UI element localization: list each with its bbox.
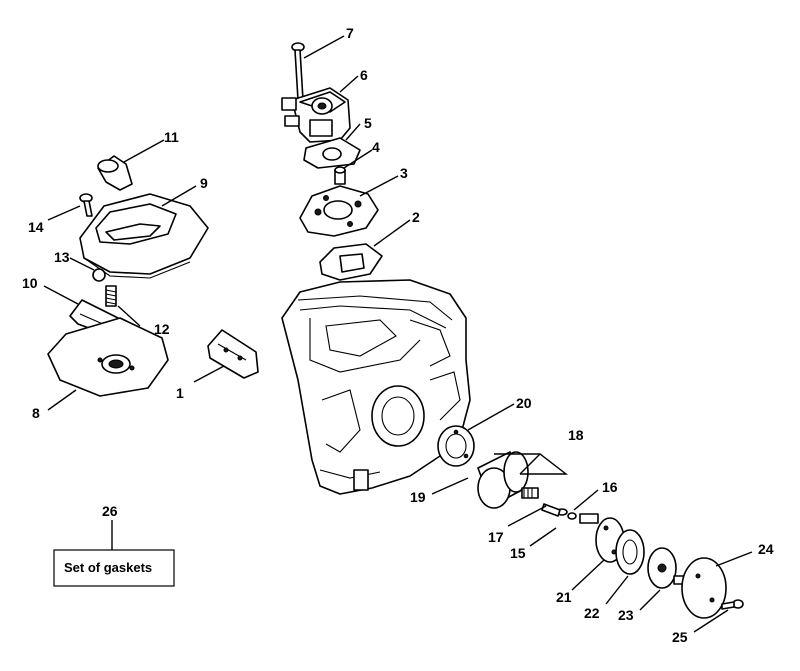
part-22-gasket <box>615 529 645 575</box>
crankcase <box>281 279 471 495</box>
part-19-pump-body <box>477 451 529 509</box>
callout-24: 24 <box>758 541 774 557</box>
part-2-gasket <box>319 243 383 281</box>
part-17-pin <box>521 487 539 499</box>
callout-18: 18 <box>568 427 584 443</box>
callout-10: 10 <box>22 275 38 291</box>
part-25-screw <box>721 599 744 610</box>
callout-19: 19 <box>410 489 426 505</box>
callout-7: 7 <box>346 25 354 41</box>
gasket-set-label: Set of gaskets <box>64 560 152 575</box>
part-12-spring <box>105 285 117 307</box>
callout-21: 21 <box>556 589 572 605</box>
callout-16: 16 <box>602 479 618 495</box>
part-13-ball <box>92 268 106 282</box>
callout-14: 14 <box>28 219 44 235</box>
callout-numbers: 7 6 5 4 3 2 1 11 9 14 13 10 12 8 20 18 1… <box>22 25 774 645</box>
callout-23: 23 <box>618 607 634 623</box>
callout-11: 11 <box>164 129 179 145</box>
gasket-set-box: Set of gaskets <box>53 549 175 587</box>
callout-26: 26 <box>102 503 118 519</box>
callout-2: 2 <box>412 209 420 225</box>
callout-15: 15 <box>510 545 526 561</box>
callout-20: 20 <box>516 395 532 411</box>
callout-25: 25 <box>672 629 688 645</box>
part-23-diaphragm <box>647 547 677 589</box>
part-5-gasket <box>303 137 361 169</box>
part-7-rod <box>291 42 305 101</box>
part-11-knob <box>97 155 133 191</box>
callout-6: 6 <box>360 67 368 83</box>
callout-12: 12 <box>154 321 170 337</box>
part-14-screw <box>79 193 93 217</box>
part-1-bracket <box>207 329 259 379</box>
callout-5: 5 <box>364 115 372 131</box>
callout-22: 22 <box>584 605 600 621</box>
callout-8: 8 <box>32 405 40 421</box>
part-8-plate <box>47 317 169 397</box>
part-6-carburetor <box>281 87 351 143</box>
part-15-spring <box>541 503 561 517</box>
callout-4: 4 <box>372 139 380 155</box>
callout-17: 17 <box>488 529 504 545</box>
leader-lines <box>43 35 753 633</box>
callout-13: 13 <box>54 249 70 265</box>
part-24-end-cover <box>673 557 727 619</box>
part-3-flange <box>299 185 379 237</box>
callout-3: 3 <box>400 165 408 181</box>
part-20-gasket <box>437 425 475 467</box>
callout-9: 9 <box>200 175 208 191</box>
part-9-cover <box>79 193 209 279</box>
callout-1: 1 <box>176 385 184 401</box>
part-4-fitting <box>334 166 346 185</box>
